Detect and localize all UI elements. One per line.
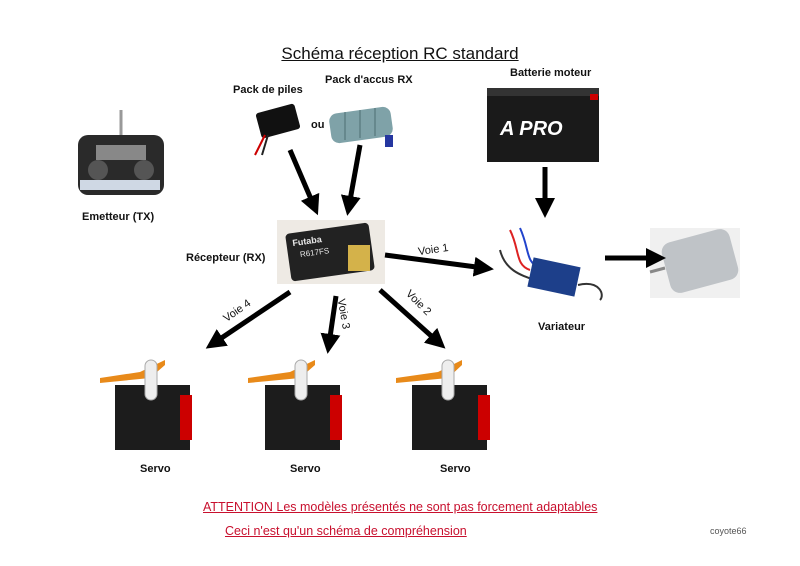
- warning-text: Les modèles présentés ne sont pas forcem…: [272, 500, 598, 514]
- label-servo-2: Servo: [290, 463, 321, 475]
- label-pack-piles: Pack de piles: [233, 84, 303, 96]
- warning-attention: ATTENTION: [203, 500, 273, 514]
- label-ou: ou: [311, 119, 325, 131]
- arrow-accus-to-rx: [340, 144, 363, 216]
- servo-image-1: [100, 359, 192, 450]
- label-recepteur: Récepteur (RX): [186, 252, 266, 264]
- label-pack-accus: Pack d'accus RX: [325, 74, 413, 86]
- motor-battery-image: A PRO: [487, 88, 599, 162]
- label-servo-1: Servo: [140, 463, 171, 475]
- receiver-image: Futaba R617FS: [277, 220, 385, 284]
- arrow-voie4: [205, 289, 292, 349]
- svg-text:A PRO: A PRO: [499, 118, 563, 140]
- arrow-voie2: [378, 288, 446, 349]
- motor-image: [649, 228, 740, 298]
- page-title: Schéma réception RC standard: [281, 44, 519, 63]
- author-credit: coyote66: [710, 526, 747, 536]
- battery-holder-image: [254, 103, 301, 156]
- servo-image-2: [248, 359, 342, 450]
- label-servo-3: Servo: [440, 463, 471, 475]
- arrow-voie3: [320, 295, 341, 354]
- esc-image: [499, 227, 603, 301]
- arrow-voie1: [384, 252, 494, 277]
- warning-line-1: ATTENTION Les modèles présentés ne sont …: [203, 500, 597, 514]
- warning-line-2: Ceci n'est qu'un schéma de compréhension: [225, 524, 467, 538]
- label-variateur: Variateur: [538, 321, 586, 333]
- receiver-brand: Futaba: [292, 234, 324, 248]
- servo-image-3: [396, 359, 490, 450]
- label-emetteur: Emetteur (TX): [82, 211, 155, 223]
- transmitter-image: [78, 110, 164, 195]
- receiver-model: R617FS: [299, 246, 329, 259]
- arrow-piles-to-rx: [287, 149, 320, 216]
- rx-accu-pack-image: [329, 106, 393, 147]
- label-batterie-moteur: Batterie moteur: [510, 67, 592, 79]
